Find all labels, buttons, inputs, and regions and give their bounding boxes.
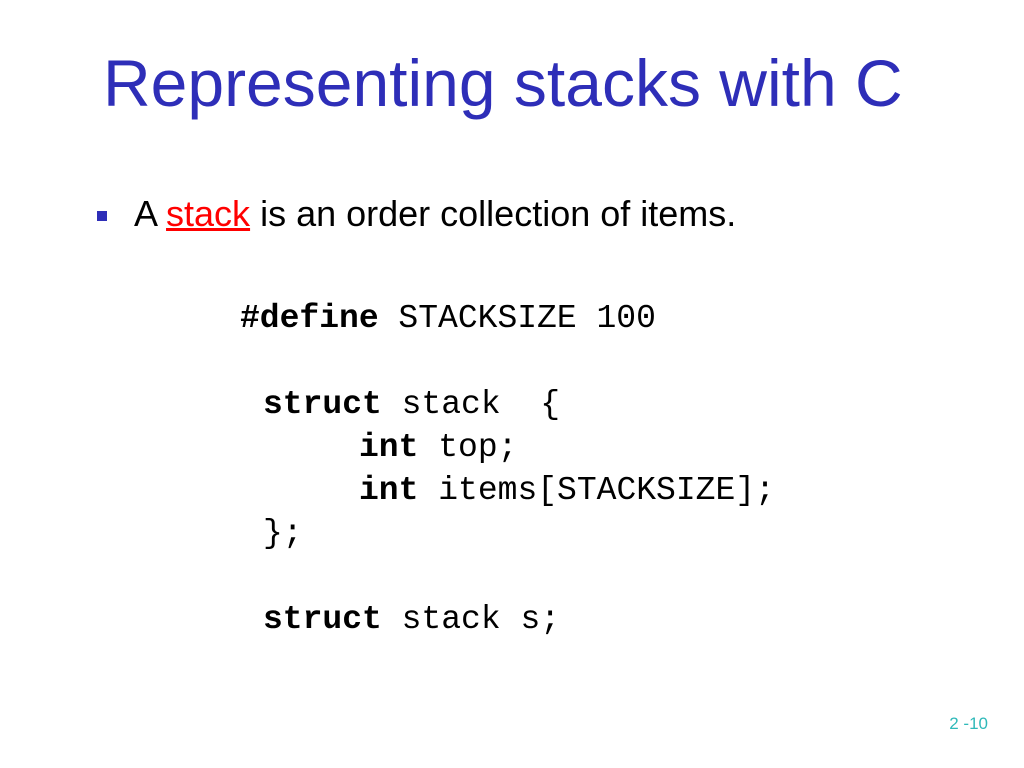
code-struct-header-line: struct stack { bbox=[263, 383, 560, 426]
code-field-top-line: int top; bbox=[359, 426, 517, 469]
bullet-prefix: A bbox=[134, 193, 167, 234]
define-keyword: #define bbox=[240, 300, 379, 337]
code-define-line: #define STACKSIZE 100 bbox=[240, 297, 656, 340]
int-keyword: int bbox=[359, 472, 419, 509]
bullet-item: A stack is an order collection of items. bbox=[97, 192, 736, 235]
int-keyword: int bbox=[359, 429, 419, 466]
struct-keyword: struct bbox=[263, 601, 382, 638]
bullet-suffix: is an order collection of items. bbox=[250, 193, 737, 234]
code-declaration-line: struct stack s; bbox=[263, 598, 560, 641]
struct-header-rest: stack { bbox=[381, 386, 561, 423]
field-top: top; bbox=[418, 429, 518, 466]
struct-close: }; bbox=[263, 515, 303, 552]
stack-term-link[interactable]: stack bbox=[166, 193, 251, 234]
slide-number: 2 -10 bbox=[949, 714, 988, 733]
field-items: items[STACKSIZE]; bbox=[418, 472, 775, 509]
slide-title: Representing stacks with C bbox=[103, 46, 903, 120]
square-bullet-icon bbox=[97, 210, 107, 221]
code-struct-close-line: }; bbox=[263, 512, 303, 555]
code-field-items-line: int items[STACKSIZE]; bbox=[359, 469, 775, 512]
struct-keyword: struct bbox=[263, 386, 382, 423]
declaration-rest: stack s; bbox=[381, 601, 561, 638]
define-rest: STACKSIZE 100 bbox=[378, 300, 656, 337]
